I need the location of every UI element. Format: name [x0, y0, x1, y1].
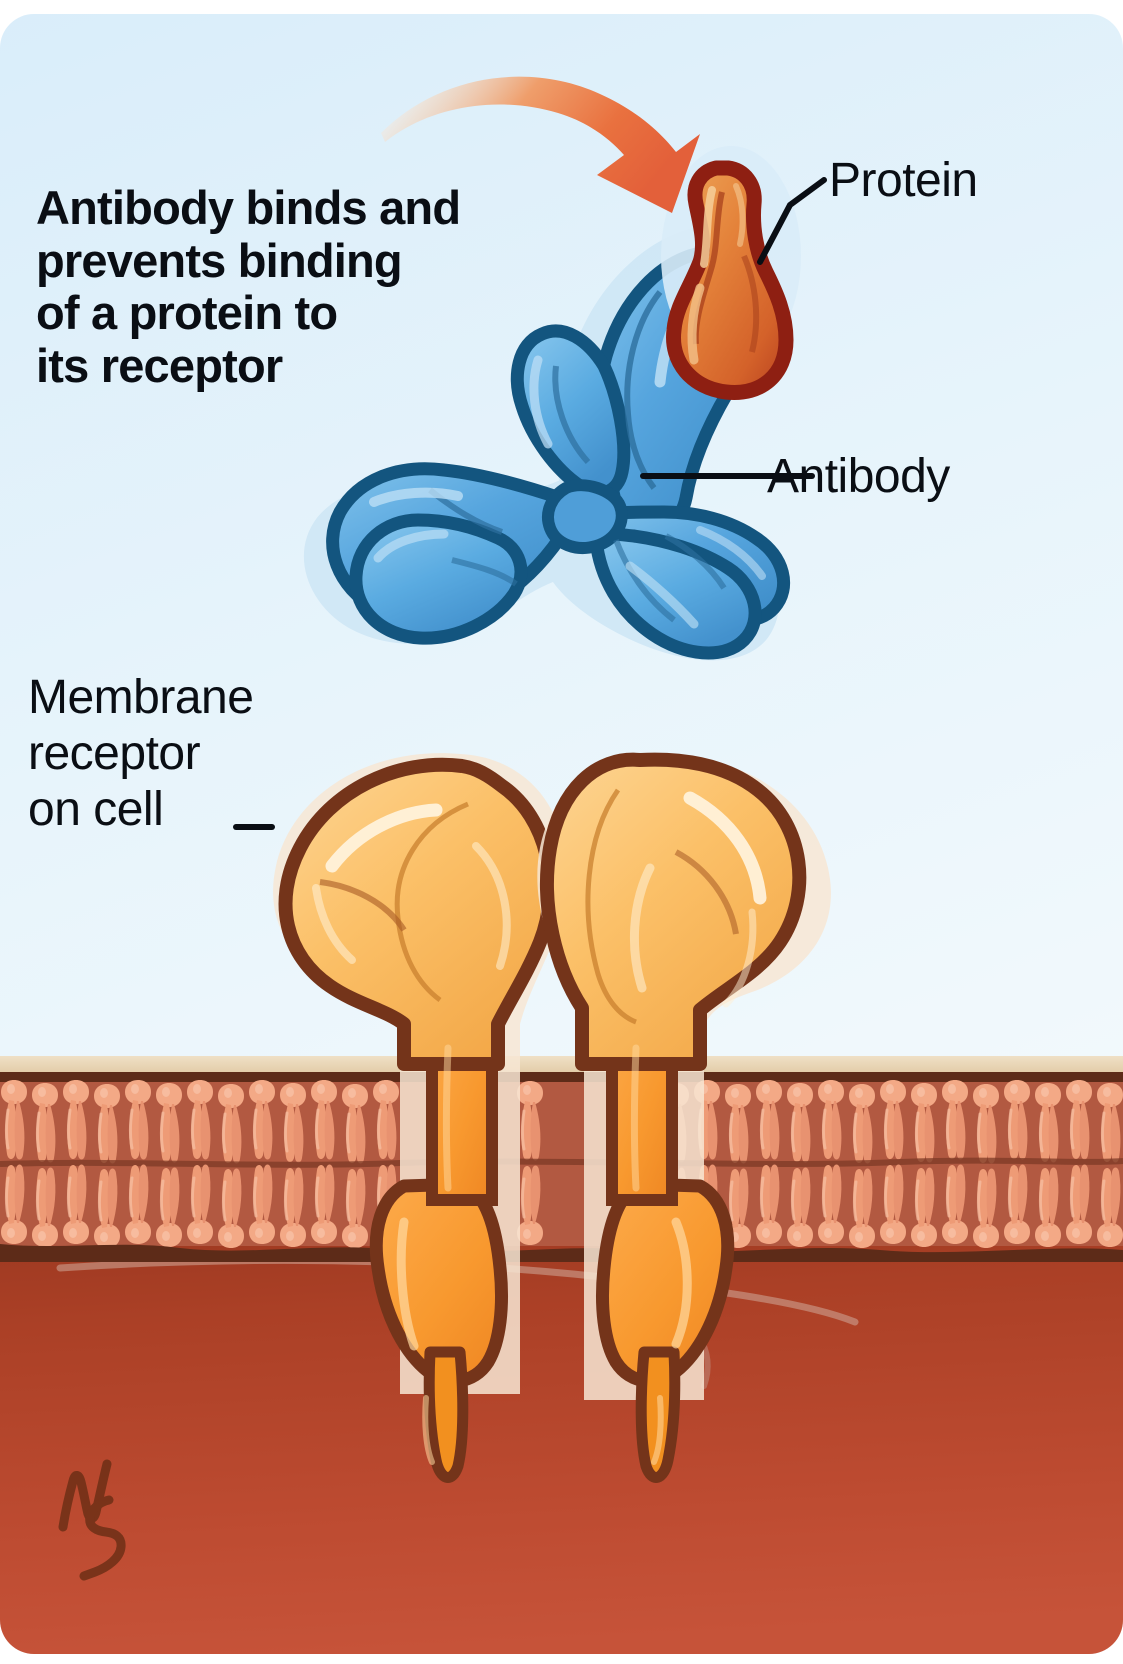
label-membrane-receptor: Membrane receptor on cell [28, 671, 254, 837]
leader-lines [233, 177, 827, 830]
leader-line-protein [757, 177, 827, 265]
protein-ligand [661, 146, 801, 400]
membrane-receptor-right [537, 752, 831, 1483]
label-antibody: Antibody [767, 450, 950, 503]
page-title: Antibody binds and prevents binding of a… [36, 181, 461, 392]
curved-motion-arrow [381, 76, 700, 213]
label-protein: Protein [829, 154, 978, 207]
antibody-molecule [303, 225, 791, 661]
phospholipid-bilayer [0, 1056, 1123, 1262]
artist-signature [58, 1459, 126, 1581]
membrane-receptor-left [273, 753, 567, 1483]
